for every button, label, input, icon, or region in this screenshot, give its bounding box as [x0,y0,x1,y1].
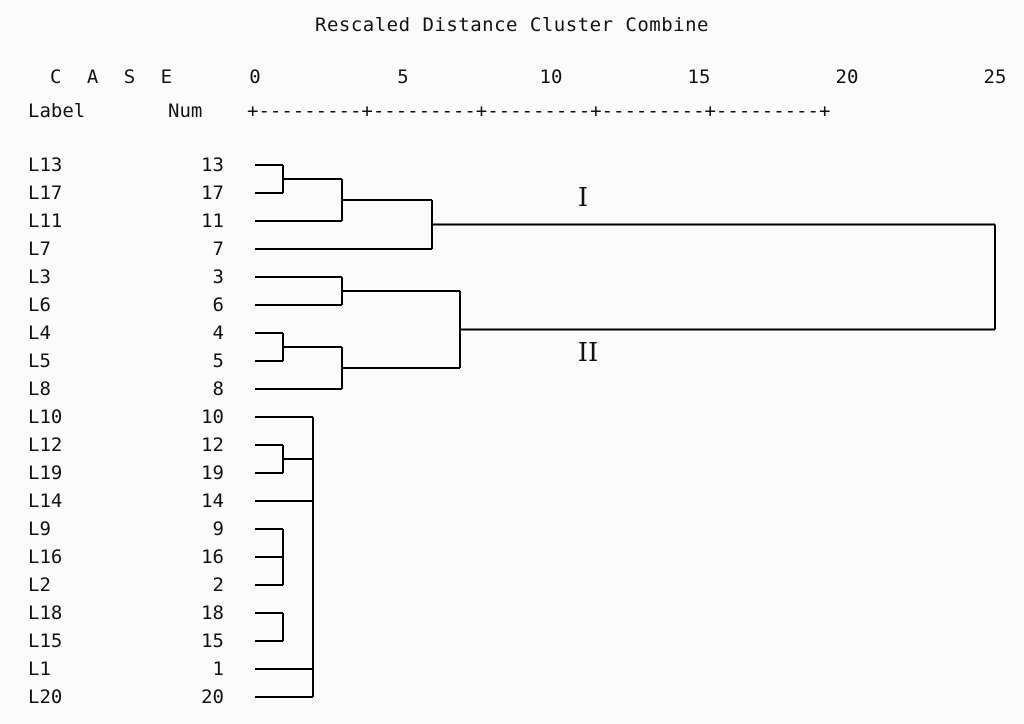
axis-tick-labels: 0 5 10 15 20 25 [0,66,1024,90]
leaf-label-l1: L1 [28,658,51,680]
leaf-label-l19: L19 [28,462,63,484]
leaf-label-l12: L12 [28,434,63,456]
page-title: Rescaled Distance Cluster Combine [315,14,709,36]
axis-rule: +---------+---------+---------+---------… [247,100,831,122]
axis-tick-25: 25 [983,66,1007,88]
leaf-num-l15: 15 [201,630,224,652]
leaf-num-l10: 10 [201,406,224,428]
leaf-label-l4: L4 [28,322,51,344]
leaf-num-l19: 19 [201,462,224,484]
cluster-annotation-i: I [577,183,589,213]
case-header-label: C A S E [50,66,180,88]
leaf-label-l5: L5 [28,350,51,372]
leaf-label-l11: L11 [28,210,63,232]
cluster-annotation-ii: II [577,338,599,368]
leaf-num-l9: 9 [212,518,224,540]
leaf-num-l4: 4 [212,322,224,344]
leaf-num-l13: 13 [201,154,224,176]
axis-tick-10: 10 [539,66,563,88]
leaf-num-l14: 14 [201,490,224,512]
leaf-num-l7: 7 [212,238,224,260]
leaf-label-l3: L3 [28,266,51,288]
leaf-label-l10: L10 [28,406,63,428]
leaf-label-l6: L6 [28,294,51,316]
leaf-num-l5: 5 [212,350,224,372]
leaf-label-l14: L14 [28,490,63,512]
leaf-num-l8: 8 [212,378,224,400]
leaf-num-l18: 18 [201,602,224,624]
axis-tick-5: 5 [397,66,409,88]
leaf-num-l6: 6 [212,294,224,316]
leaf-num-l16: 16 [201,546,224,568]
axis-tick-15: 15 [687,66,711,88]
leaf-num-l20: 20 [201,686,224,708]
leaf-label-l16: L16 [28,546,63,568]
num-column-header: Num [168,100,203,122]
axis-tick-20: 20 [835,66,859,88]
leaf-num-l3: 3 [212,266,224,288]
leaf-num-l2: 2 [212,574,224,596]
leaf-num-l11: 11 [201,210,224,232]
leaf-label-l13: L13 [28,154,63,176]
leaf-label-l20: L20 [28,686,63,708]
leaf-label-l8: L8 [28,378,51,400]
leaf-num-l17: 17 [201,182,224,204]
leaf-label-l9: L9 [28,518,51,540]
leaf-label-l18: L18 [28,602,63,624]
leaf-num-l1: 1 [212,658,224,680]
axis-tick-0: 0 [249,66,261,88]
leaf-num-l12: 12 [201,434,224,456]
label-column-header: Label [28,100,86,122]
leaf-label-l17: L17 [28,182,63,204]
leaf-label-l2: L2 [28,574,51,596]
leaf-label-l7: L7 [28,238,51,260]
leaf-label-l15: L15 [28,630,63,652]
